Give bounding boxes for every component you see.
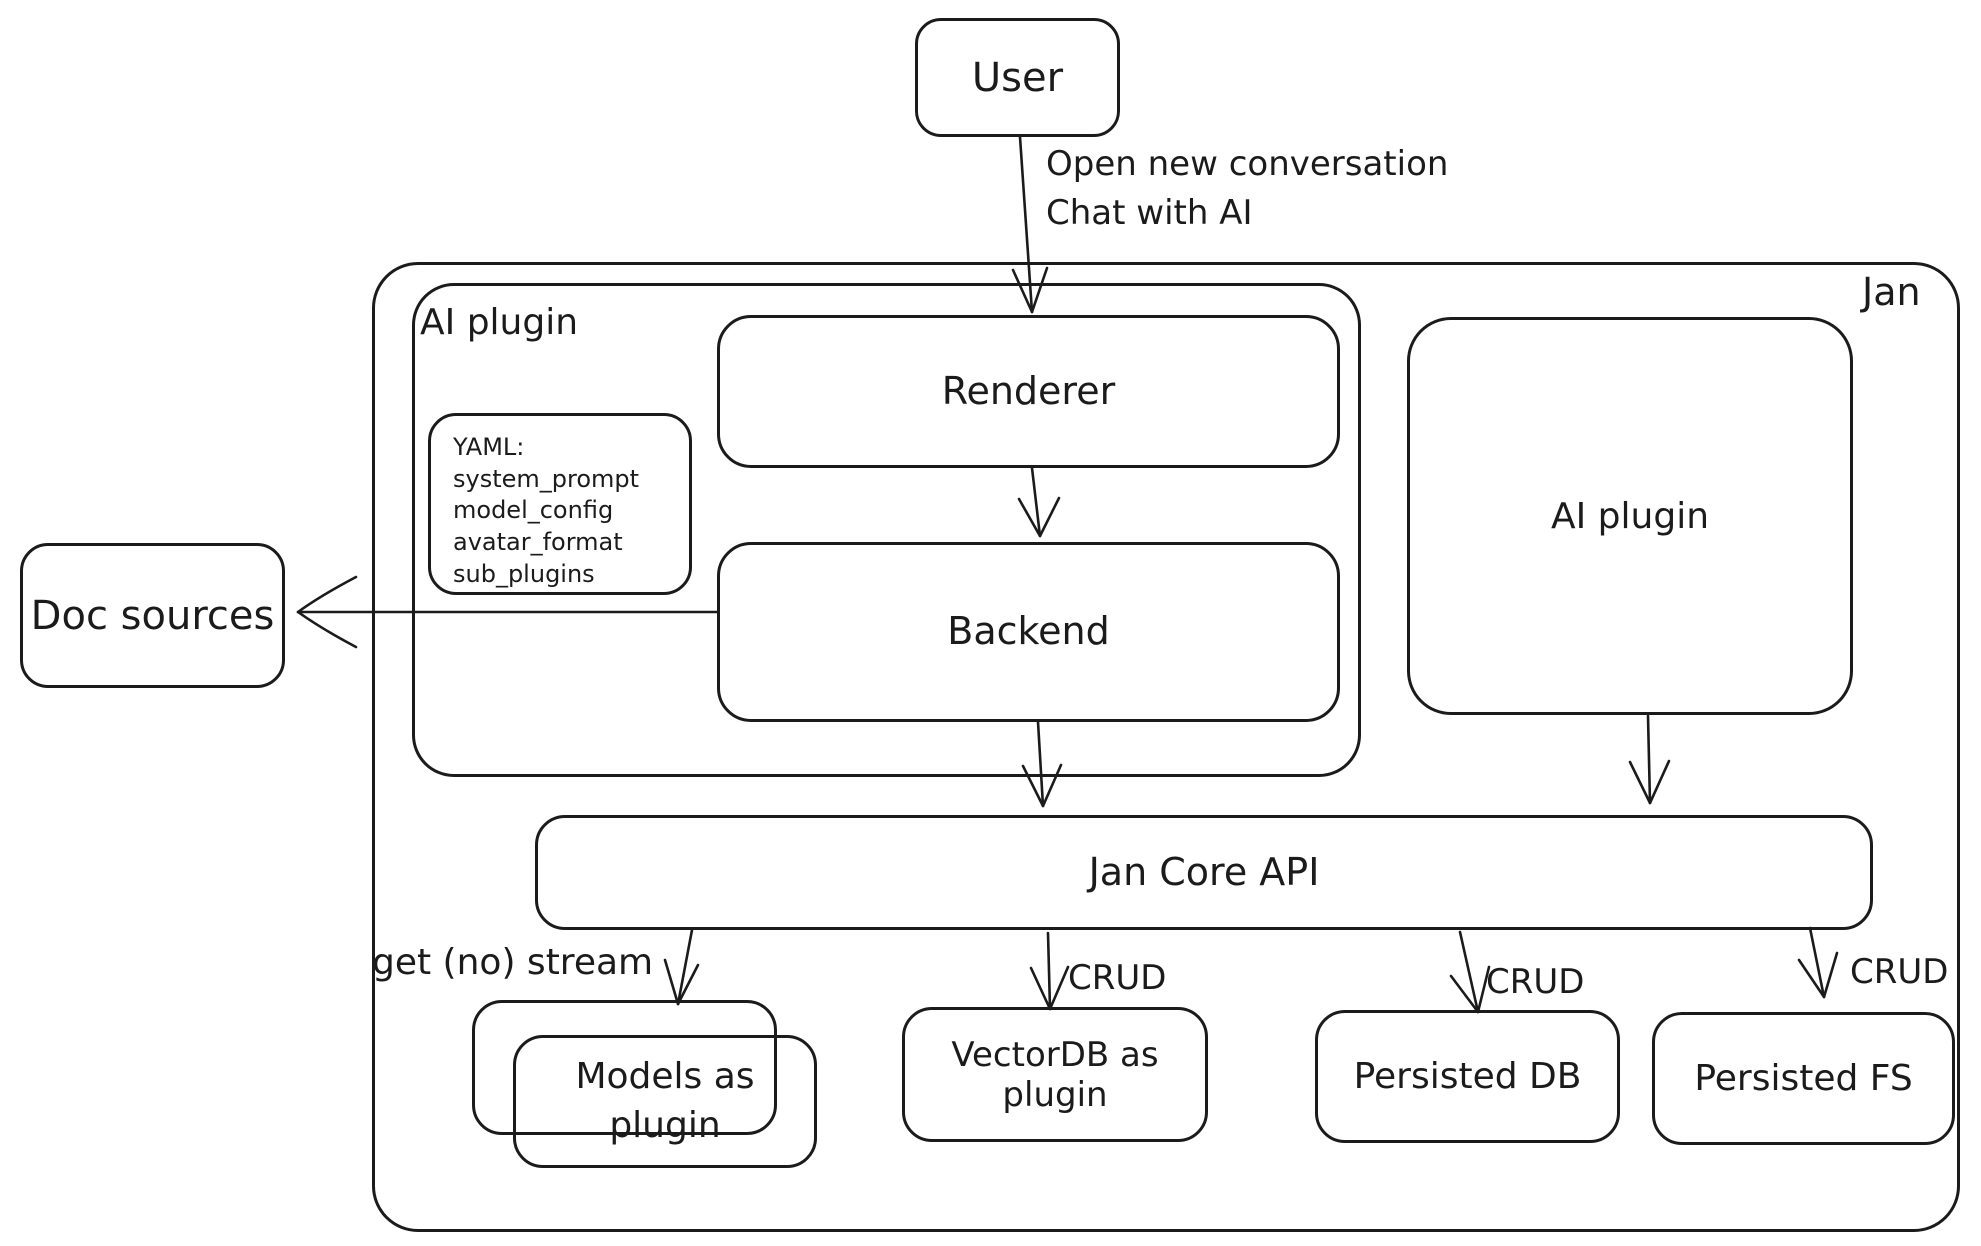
yaml-note-item: model_config xyxy=(453,496,614,525)
user-edge-label-line2: Chat with AI xyxy=(1046,193,1253,234)
renderer-label: Renderer xyxy=(941,368,1116,413)
ai-plugin-right-label: AI plugin xyxy=(1550,495,1710,537)
arrow-renderer-to-backend[interactable] xyxy=(1017,466,1061,538)
yaml-note-item: system_prompt xyxy=(453,464,640,493)
user-edge-label-line1: Open new conversation xyxy=(1046,144,1449,184)
jan-container-box[interactable] xyxy=(372,262,1960,1232)
yaml-note-item: avatar_format xyxy=(453,528,623,557)
backend-label: Backend xyxy=(947,609,1110,654)
arrow-jan-core-api-to-models[interactable] xyxy=(663,928,700,1006)
doc-sources-box[interactable]: Doc sources xyxy=(20,543,285,688)
vectordb-label-line1: VectorDB as xyxy=(951,1034,1159,1075)
jan-container-label: Jan xyxy=(1862,270,1921,314)
arrow-backend-to-jan-core-api[interactable] xyxy=(1021,720,1063,808)
models-as-plugin-label-line1: Models as xyxy=(575,1056,755,1098)
doc-sources-label: Doc sources xyxy=(30,592,275,639)
persisted-fs-box[interactable]: Persisted FS xyxy=(1652,1012,1955,1145)
jan-core-api-label: Jan Core API xyxy=(1088,849,1320,894)
ai-plugin-container-label: AI plugin xyxy=(420,302,579,343)
arrow-user-to-renderer[interactable] xyxy=(1011,135,1049,314)
arrow-ai-plugin-right-to-jan-core-api[interactable] xyxy=(1628,714,1671,805)
yaml-note-title: YAML: xyxy=(453,433,525,461)
ai-plugin-container-box[interactable] xyxy=(412,283,1361,777)
vectordb-box[interactable]: VectorDB as plugin xyxy=(902,1007,1208,1142)
crud-label-persisted-fs: CRUD xyxy=(1850,952,1949,992)
crud-label-persisted-db: CRUD xyxy=(1486,962,1585,1002)
persisted-db-box[interactable]: Persisted DB xyxy=(1315,1010,1620,1143)
user-box[interactable]: User xyxy=(915,18,1120,137)
user-label: User xyxy=(971,54,1064,101)
yaml-note-box[interactable]: YAML: system_prompt model_config avatar_… xyxy=(428,413,692,595)
models-as-plugin-label-line2: plugin xyxy=(609,1105,721,1146)
get-no-stream-label: get (no) stream xyxy=(372,942,654,983)
arrow-jan-core-api-to-persisted-fs[interactable] xyxy=(1797,926,1839,999)
backend-box[interactable]: Backend xyxy=(717,542,1340,722)
models-as-plugin-label: Models as plugin xyxy=(513,1042,817,1162)
persisted-fs-label: Persisted FS xyxy=(1694,1058,1913,1099)
renderer-box[interactable]: Renderer xyxy=(717,315,1340,468)
models-as-plugin-box[interactable] xyxy=(513,1035,817,1168)
yaml-note-item: sub_plugins xyxy=(453,559,595,588)
arrow-jan-core-api-to-persisted-db[interactable] xyxy=(1449,930,1491,1014)
arrow-backend-to-doc-sources[interactable] xyxy=(296,575,720,649)
persisted-db-label: Persisted DB xyxy=(1353,1056,1582,1097)
user-edge-label: Open new conversation Chat with AI xyxy=(1046,140,1448,239)
vectordb-label-line2: plugin xyxy=(1002,1074,1108,1115)
arrow-jan-core-api-to-vectordb[interactable] xyxy=(1029,931,1070,1011)
models-as-plugin-back-box[interactable] xyxy=(472,1000,777,1135)
jan-core-api-box[interactable]: Jan Core API xyxy=(535,815,1873,930)
ai-plugin-right-box[interactable]: AI plugin xyxy=(1407,317,1853,715)
crud-label-vectordb: CRUD xyxy=(1068,958,1167,998)
